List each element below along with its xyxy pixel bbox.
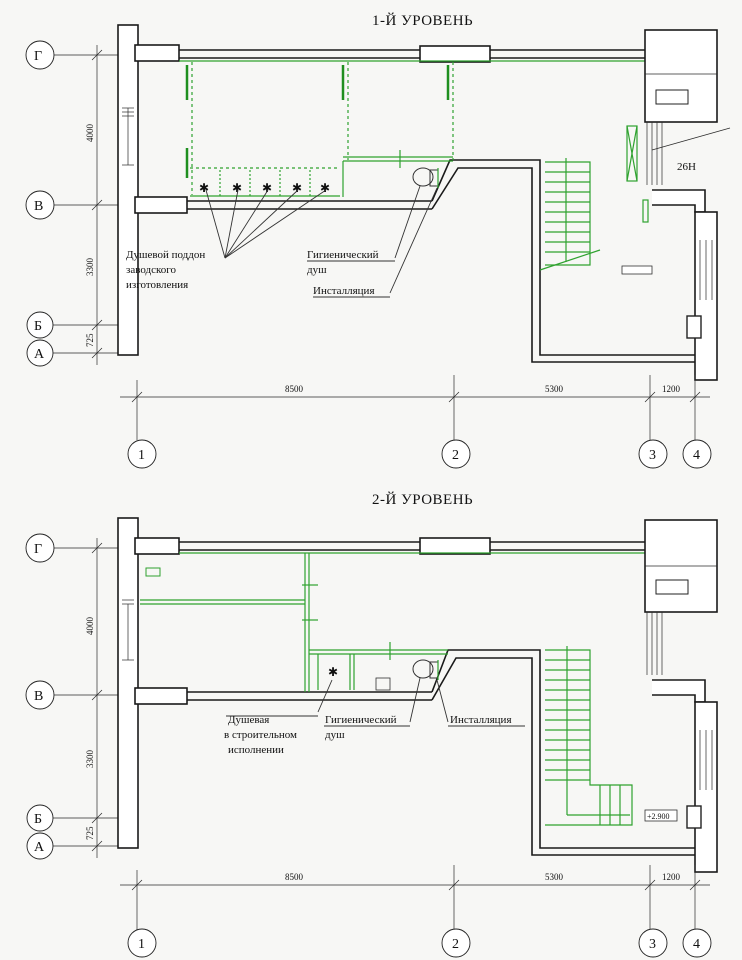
level-2-top-wall (179, 537, 645, 555)
level-2-column-axes: 1 2 3 4 (127, 928, 712, 958)
label-26n: 26Н (677, 161, 696, 173)
dim-725-vertical: 725 (85, 826, 95, 840)
level-2-vertical-dimensions: 4000 3300 725 (85, 538, 103, 858)
axis-label-v: В (34, 199, 43, 214)
level-2-horizontal-dimensions: 8500 5300 1200 (120, 865, 710, 930)
axis-label-b: Б (34, 319, 42, 334)
label-hygienic-shower-line1: Гигиенический (307, 249, 379, 261)
axis-label-4: 4 (693, 448, 700, 463)
level-2-staircase (545, 646, 633, 826)
shower-drain-icon: ✱ (232, 181, 242, 195)
shower-drain-icon: ✱ (292, 181, 302, 195)
dim-8500: 8500 (285, 384, 304, 394)
level-2-row-axes: Г В Б А (25, 533, 135, 860)
dim-1200: 1200 (662, 872, 681, 882)
axis-circle-4 (682, 928, 712, 958)
dim-725-vertical: 725 (85, 333, 95, 347)
label-hygienic-shower-line2: душ (307, 264, 327, 276)
level-2-title: 2-Й УРОВЕНЬ (372, 491, 473, 508)
dim-4000-vertical: 4000 (85, 617, 95, 636)
axis-label-2: 2 (452, 448, 459, 463)
level-2-annotations: Душевая в строительном исполнении Гигиен… (224, 677, 525, 756)
label-shower-line2: в строительном (224, 729, 297, 741)
level-1-plan: 1-Й УРОВЕНЬ Г В Б А 4000 3300 725 (25, 12, 731, 469)
axis-label-a: А (34, 347, 45, 362)
level-2-plan: 2-Й УРОВЕНЬ Г В Б А 4000 3300 725 (25, 491, 718, 958)
level-2-toilet-icon (412, 659, 439, 680)
axis-label-g: Г (34, 542, 42, 557)
level-2-left-wall (117, 517, 188, 849)
label-hygienic-shower-line2: душ (325, 729, 345, 741)
level-2-new-partitions: ✱ (140, 553, 448, 692)
level-1-top-wall (179, 45, 645, 63)
shower-drain-icon: ✱ (320, 181, 330, 195)
level-1-staircase (539, 158, 601, 271)
level-1-toilet-icon (412, 167, 439, 188)
axis-label-1: 1 (138, 937, 145, 952)
axis-label-3: 3 (649, 448, 656, 463)
level-1-new-partitions (185, 62, 454, 197)
dim-4000-vertical: 4000 (85, 124, 95, 143)
label-shower-tray-line1: Душевой поддон (126, 249, 205, 261)
axis-label-2: 2 (452, 937, 459, 952)
dim-8500: 8500 (285, 872, 304, 882)
label-hygienic-shower-line1: Гигиенический (325, 714, 397, 726)
level-1-row-axes: Г В Б А (25, 40, 135, 367)
axis-circle-3 (638, 928, 668, 958)
dim-5300: 5300 (545, 384, 564, 394)
dim-5300: 5300 (545, 872, 564, 882)
shower-drain-icon: ✱ (262, 181, 272, 195)
axis-circle-2 (441, 928, 471, 958)
axis-label-b: Б (34, 812, 42, 827)
level-1-annotations: Душевой поддон заводского изготовления Г… (126, 185, 438, 298)
label-shower-line3: исполнении (228, 744, 284, 756)
axis-label-3: 3 (649, 937, 656, 952)
axis-circle-1 (127, 928, 157, 958)
dim-3300-vertical: 3300 (85, 258, 95, 277)
axis-circle-4 (682, 439, 712, 469)
axis-circle-2 (441, 439, 471, 469)
axis-label-v: В (34, 689, 43, 704)
axis-label-a: А (34, 840, 45, 855)
label-shower-tray-line2: заводского (126, 264, 177, 276)
label-shower-tray-line3: изготовления (126, 279, 188, 291)
axis-circle-1 (127, 439, 157, 469)
level-1-horizontal-dimensions: 8500 5300 1200 (120, 375, 710, 440)
level-1-shower-trays: ✱ ✱ ✱ ✱ ✱ (199, 170, 330, 196)
axis-label-g: Г (34, 49, 42, 64)
axis-label-4: 4 (693, 937, 700, 952)
shower-drain-icon: ✱ (328, 665, 338, 679)
axis-label-1: 1 (138, 448, 145, 463)
label-installation: Инсталляция (450, 714, 512, 726)
dim-1200: 1200 (662, 384, 681, 394)
label-shower-line1: Душевая (228, 714, 269, 726)
label-installation: Инсталляция (313, 285, 375, 297)
level-mark: +2.900 (647, 812, 670, 821)
level-1-vertical-dimensions: 4000 3300 725 (85, 45, 103, 365)
level-1-left-wall (117, 24, 188, 356)
shower-drain-icon: ✱ (199, 181, 209, 195)
level-1-middle-wall (187, 159, 695, 363)
axis-circle-3 (638, 439, 668, 469)
level-1-right-wall: 26Н (621, 29, 731, 381)
level-1-column-axes: 1 2 3 4 (127, 439, 712, 469)
level-2-right-wall: +2.900 (644, 519, 718, 873)
level-1-title: 1-Й УРОВЕНЬ (372, 12, 473, 29)
dim-3300-vertical: 3300 (85, 750, 95, 769)
